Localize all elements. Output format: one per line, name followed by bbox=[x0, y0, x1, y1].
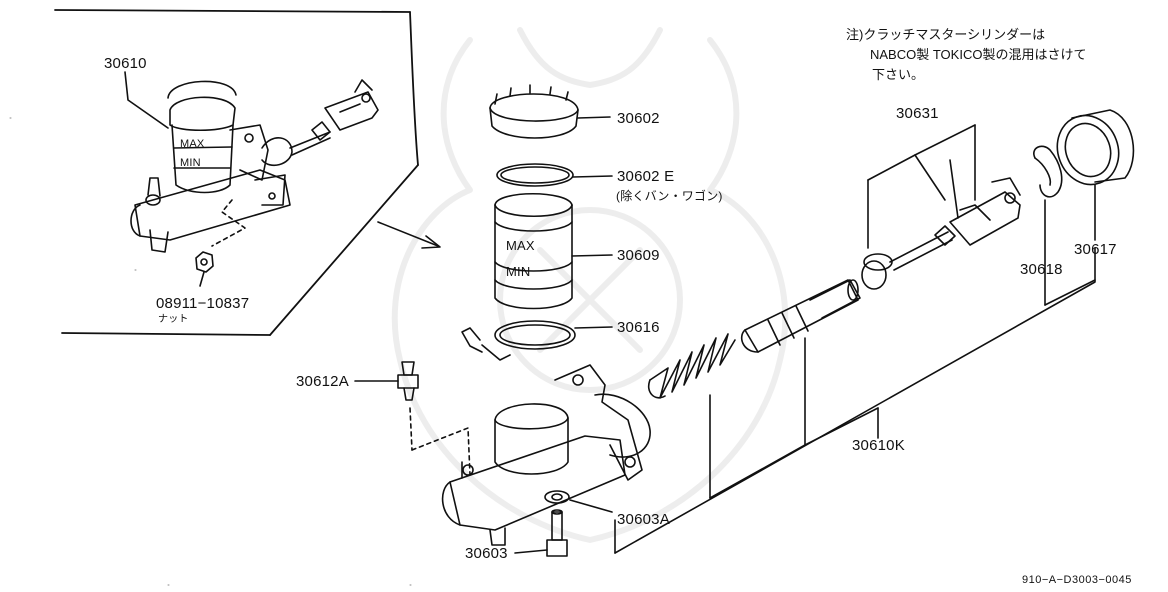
guide-dots bbox=[9, 117, 412, 586]
part-label-08911-10837[interactable]: 08911−10837 bbox=[156, 295, 250, 312]
note-line-3: 下さい。 bbox=[872, 67, 925, 82]
reservoir-max-mark: MAX bbox=[506, 238, 535, 253]
bolt-part bbox=[514, 509, 568, 557]
part-label-30612a[interactable]: 30612A bbox=[296, 373, 349, 390]
part-label-30610[interactable]: 30610 bbox=[104, 55, 147, 72]
reservoir-part bbox=[494, 193, 613, 310]
part-label-30618[interactable]: 30618 bbox=[1020, 261, 1063, 278]
snap-ring-part bbox=[1033, 145, 1063, 306]
reservoir-cap-part bbox=[489, 84, 611, 139]
part-label-30617[interactable]: 30617 bbox=[1074, 241, 1117, 258]
band-clamp-part bbox=[461, 320, 613, 361]
note-line-1: 注)クラッチマスターシリンダーは bbox=[846, 27, 1046, 42]
inset-min-mark: MIN bbox=[180, 157, 201, 169]
inset-max-mark: MAX bbox=[180, 138, 205, 150]
note-line-2: NABCO製 TOKICO製の混用はさけて bbox=[870, 47, 1087, 62]
reservoir-min-mark: MIN bbox=[506, 264, 531, 279]
nut-sublabel: ナット bbox=[158, 314, 189, 325]
return-spring-part bbox=[647, 333, 736, 399]
part-label-30616[interactable]: 30616 bbox=[617, 319, 660, 336]
master-cylinder-body bbox=[441, 364, 651, 546]
direction-arrow bbox=[377, 221, 441, 249]
part-label-30610k[interactable]: 30610K bbox=[852, 437, 905, 454]
part-label-30603a[interactable]: 30603A bbox=[617, 511, 670, 528]
figure-code: 910−A−D3003−0045 bbox=[1022, 574, 1132, 586]
kit-bracket-lines bbox=[614, 247, 1096, 554]
inset-master-cylinder bbox=[124, 71, 379, 287]
inset-panel bbox=[54, 9, 419, 336]
gasket-note: (除くバン・ワゴン) bbox=[616, 189, 723, 203]
piston-part bbox=[741, 279, 861, 353]
part-label-30609[interactable]: 30609 bbox=[617, 247, 660, 264]
part-label-30631[interactable]: 30631 bbox=[896, 105, 939, 122]
boot-part bbox=[1056, 109, 1135, 241]
watermark-crest bbox=[391, 27, 789, 543]
gasket-part bbox=[496, 163, 613, 187]
part-label-30602e[interactable]: 30602 E bbox=[617, 168, 675, 185]
part-label-30602[interactable]: 30602 bbox=[617, 110, 660, 127]
part-label-30603[interactable]: 30603 bbox=[465, 545, 508, 562]
pushrod-part bbox=[861, 124, 1021, 290]
washer-part bbox=[544, 490, 613, 513]
bleeder-screw-part bbox=[354, 361, 471, 476]
